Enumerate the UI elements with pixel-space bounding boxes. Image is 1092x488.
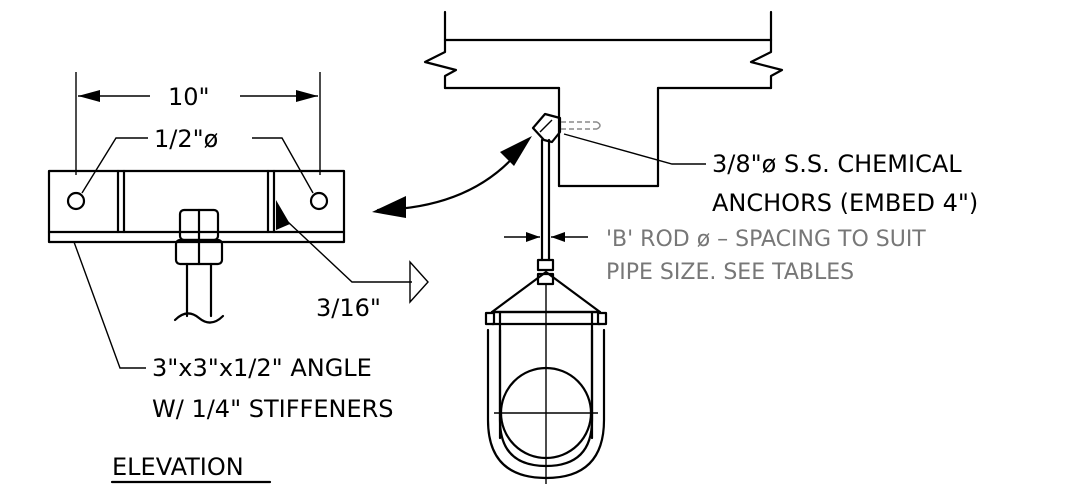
- hole-diameter-label: 1/2"ø: [154, 125, 218, 153]
- rod-break-line: [173, 312, 225, 324]
- bolt-hole-left: [66, 191, 86, 211]
- rod-dim-arrow-left: [526, 232, 540, 242]
- width-dimension-label: 10": [168, 83, 210, 111]
- section-view: 3/8"ø S.S. CHEMICAL ANCHORS (EMBED 4") '…: [423, 10, 978, 484]
- elevation-view: 10" 1/2"ø 3/16" 3"x3"x1/2" ANGLE: [47, 72, 429, 484]
- rod-label-line2: PIPE SIZE. SEE TABLES: [606, 260, 854, 285]
- elevation-title: ELEVATION: [112, 453, 244, 481]
- rod-nut-upper: [536, 258, 555, 272]
- weld-leader: [287, 221, 412, 283]
- rod-dim-arrow-right: [551, 232, 565, 242]
- clevis-bolt-end-right: [596, 311, 608, 326]
- clevis-bolt-end-left: [484, 311, 496, 326]
- angle-plate: [47, 169, 346, 244]
- angle-label-line1: 3"x3"x1/2" ANGLE: [152, 354, 372, 382]
- dimension-arrow-right: [296, 90, 318, 102]
- reference-arrow: [372, 136, 532, 218]
- hole-leader-right: [252, 137, 314, 194]
- anchor-clip-hatch: [539, 119, 553, 133]
- anchor-clip: [531, 112, 562, 144]
- anchor-label-line2: ANCHORS (EMBED 4"): [712, 189, 978, 217]
- hole-leader-left: [81, 137, 148, 194]
- slab-break-left: [423, 38, 458, 90]
- angle-label-line2: W/ 1/4" STIFFENERS: [152, 395, 394, 423]
- angle-leader: [73, 241, 146, 369]
- anchor-bolt-embed-end: [596, 121, 601, 130]
- bolt-hole-right: [309, 191, 329, 211]
- dimension-arrow-left: [78, 90, 100, 102]
- slab-break-right: [749, 38, 784, 90]
- anchor-leader: [563, 133, 706, 165]
- weld-symbol: [409, 260, 429, 304]
- anchor-label-line1: 3/8"ø S.S. CHEMICAL: [712, 150, 962, 178]
- rod-label-line1: 'B' ROD ø – SPACING TO SUIT: [606, 227, 926, 252]
- weld-fillet: [276, 200, 290, 230]
- weld-size-label: 3/16": [316, 294, 381, 322]
